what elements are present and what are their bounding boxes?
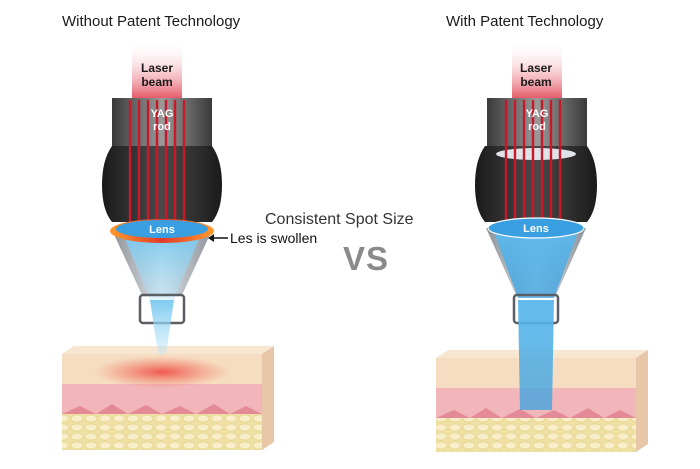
right-device [436,40,648,452]
swollen-arrow-head [208,234,214,242]
right-yag-label-1: YAG [526,108,549,120]
right-cone-light [494,232,578,298]
left-yag-label-2: rod [153,121,171,133]
right-laser-beam [512,40,562,98]
right-laser-label-1: Laser [520,61,552,75]
left-skin-block [62,346,274,450]
left-focused-beam [150,300,174,354]
left-yag-rod [112,98,212,146]
left-laser-label-1: Laser [141,61,173,75]
right-consistent-beam [518,300,554,410]
right-laser-label-2: beam [520,75,551,89]
right-laser-lines [504,100,562,226]
vs-label: VS [343,240,390,277]
left-yag-label-1: YAG [151,108,174,120]
left-laser-lines [128,100,186,226]
left-title: Without Patent Technology [62,13,241,30]
right-housing-rim [496,148,576,160]
left-cone-light [124,236,200,300]
right-lens [487,217,585,239]
right-title: With Patent Technology [446,13,604,30]
left-laser-label-2: beam [141,75,172,89]
lens-swollen-label: Les is swollen [230,230,318,246]
right-lens-label: Lens [523,223,549,235]
left-lens-label: Lens [149,224,175,236]
left-lens [116,220,208,238]
left-laser-beam [132,40,182,98]
left-device [62,40,274,450]
left-housing [102,146,222,222]
consistent-spot-size-label: Consistent Spot Size [265,211,414,228]
heat-spot [94,356,230,388]
right-yag-label-2: rod [528,121,546,133]
right-yag-rod [487,98,587,146]
